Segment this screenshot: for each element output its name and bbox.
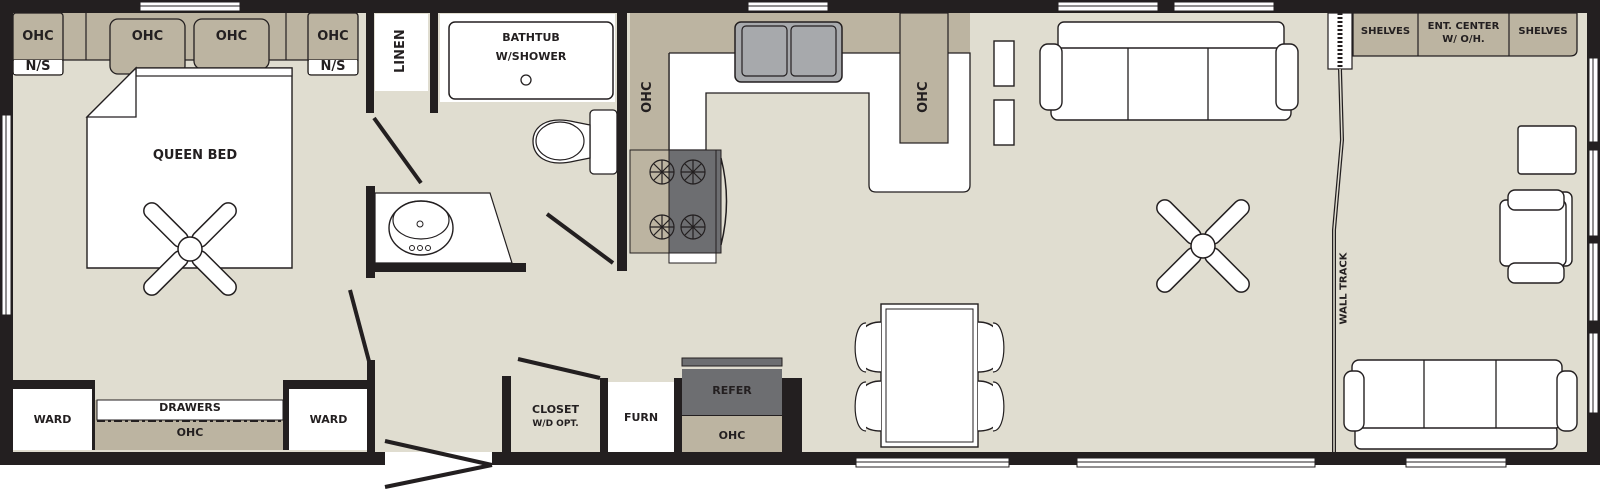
bedroom-ohc-head-1-label: OHC	[131, 29, 164, 44]
closet-label: CLOSET	[532, 403, 579, 416]
recliner	[1499, 189, 1573, 284]
bedroom-door	[348, 289, 372, 366]
dining	[854, 303, 1005, 448]
bathroom	[366, 13, 627, 278]
kitchen-ohc-left-label: OHC	[639, 81, 655, 113]
linen-closet	[375, 14, 428, 91]
sofa-bottom	[1343, 359, 1578, 450]
nightstand-right-label: N/S	[320, 59, 346, 74]
ent-center-cabinet	[1352, 12, 1578, 57]
wardrobe-right	[289, 389, 368, 450]
closet-door	[517, 357, 601, 380]
bedroom	[10, 12, 375, 452]
furnace	[608, 382, 674, 452]
kitchen-counter	[668, 52, 971, 193]
bathtub	[448, 21, 614, 100]
bedroom-ohc-bottom-label: OHC	[176, 426, 204, 439]
living-area	[993, 12, 1578, 452]
toilet-bowl	[532, 119, 591, 164]
ceiling-fan-bedroom-icon	[143, 202, 237, 296]
closet-wd-label: W/D OPT.	[532, 419, 579, 429]
stove-burners	[649, 159, 706, 240]
tub-drain	[520, 74, 532, 86]
refer-ohc	[682, 416, 782, 452]
nightstand-left-label: N/S	[25, 59, 51, 74]
windows	[1, 1, 1599, 468]
pillow-left	[109, 18, 186, 75]
sofa-top	[1039, 21, 1299, 121]
bathtub-label: BATHTUB	[502, 31, 560, 44]
bath-door-left	[372, 116, 423, 185]
wardrobe-left-label: WARD	[33, 413, 72, 426]
ottoman	[1517, 125, 1577, 175]
bath-door-right	[545, 212, 615, 265]
wardrobe-right-label: WARD	[309, 413, 348, 426]
linen-label: LINEN	[392, 29, 408, 74]
end-table	[993, 99, 1015, 146]
shelves-left-label: SHELVES	[1360, 26, 1411, 37]
kitchen-ohc-right-label: OHC	[915, 81, 931, 113]
ent-center-oh-label: W/ O/H.	[1442, 34, 1485, 45]
ceiling-fan-living-icon	[1156, 199, 1250, 293]
wall-track-label: WALL TRACK	[1338, 252, 1350, 325]
refer-label: REFER	[712, 384, 752, 397]
bedroom-ohc-head-2-label: OHC	[215, 29, 248, 44]
toilet-tank	[589, 109, 618, 175]
refrigerator	[682, 369, 782, 415]
entry-door-bottom	[384, 463, 493, 489]
bedroom-ohc-left-label: OHC	[22, 29, 54, 44]
utility-row	[384, 357, 802, 489]
entry-door-top	[384, 439, 493, 467]
dining-table	[880, 303, 979, 448]
refer-ohc-label: OHC	[718, 429, 746, 442]
ent-center-label: ENT. CENTER	[1427, 21, 1500, 32]
kitchen	[629, 12, 971, 264]
queen-bed-label: QUEEN BED	[152, 148, 238, 163]
end-table	[993, 40, 1015, 87]
bedroom-ohc-right-label: OHC	[317, 29, 349, 44]
shelves-right-label: SHELVES	[1518, 26, 1568, 37]
bathtub-shower-label: W/SHOWER	[495, 50, 567, 63]
wardrobe-left	[13, 389, 92, 450]
furnace-label: FURN	[623, 411, 659, 424]
drawers-label: DRAWERS	[159, 401, 221, 414]
